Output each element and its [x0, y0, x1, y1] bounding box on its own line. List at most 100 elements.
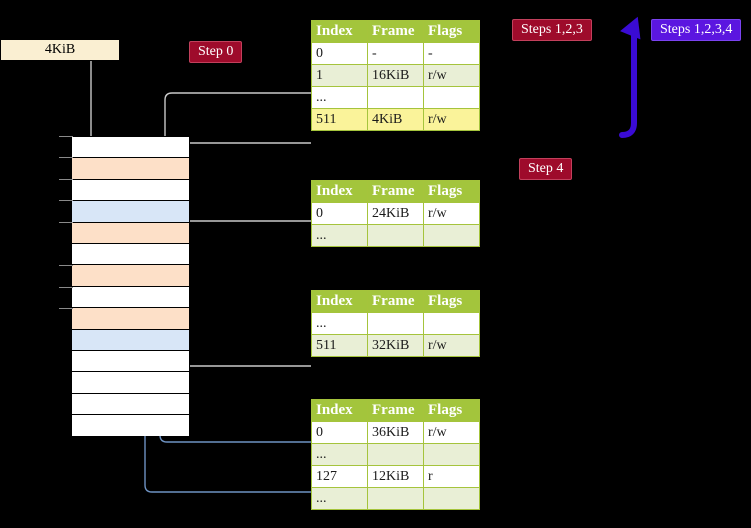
memory-row [72, 308, 189, 330]
table-cell-index: 1 [311, 64, 368, 87]
table-cell-flags: - [423, 42, 480, 65]
memory-tick [59, 179, 73, 180]
memory-row [72, 265, 189, 287]
badge-step-4-label: Step 4 [528, 161, 564, 176]
source-frame-label: 4KiB [44, 42, 76, 57]
table-cell-flags [423, 487, 480, 510]
table-cell-flags: r/w [423, 421, 480, 444]
table-row: 0-- [311, 42, 480, 65]
badge-steps-1234: Steps 1,2,3,4 [651, 19, 742, 42]
wire-table0-row511 [177, 142, 311, 209]
memory-tick [59, 222, 73, 223]
table-cell-flags: r/w [423, 334, 480, 357]
column-header-index: Index [311, 399, 368, 422]
big-loop-arrow [619, 16, 641, 138]
memory-row [72, 158, 189, 180]
memory-tick [59, 265, 73, 266]
table-cell-frame [367, 487, 424, 510]
table-cell-frame: 32KiB [367, 334, 424, 357]
table-cell-index: 511 [311, 334, 368, 357]
badge-step-4: Step 4 [519, 158, 573, 181]
column-header-index: Index [311, 180, 368, 203]
memory-row [72, 350, 189, 373]
column-header-frame: Frame [367, 290, 424, 313]
memory-tick [59, 200, 73, 201]
table-cell-index: 511 [311, 108, 368, 131]
table-cell-frame: 16KiB [367, 64, 424, 87]
table-cell-frame: 4KiB [367, 108, 424, 131]
table-cell-index: ... [311, 312, 368, 335]
memory-row [72, 286, 189, 309]
table-cell-index: ... [311, 443, 368, 466]
table-cell-flags: r/w [423, 64, 480, 87]
memory-row [72, 222, 189, 244]
table-cell-flags: r/w [423, 108, 480, 131]
table-cell-index: ... [311, 86, 368, 109]
table-cell-frame [367, 86, 424, 109]
column-header-flags: Flags [423, 290, 480, 313]
table-cell-flags [423, 312, 480, 335]
memory-row [72, 201, 189, 223]
memory-tick [59, 308, 73, 309]
badge-steps-1234-label: Steps 1,2,3,4 [660, 22, 733, 37]
badge-steps-123: Steps 1,2,3 [512, 19, 592, 42]
badge-step-0-label: Step 0 [198, 44, 234, 59]
wire-table1-row0 [177, 220, 311, 272]
column-header-frame: Frame [367, 20, 424, 43]
table-cell-index: 0 [311, 42, 368, 65]
memory-row [72, 372, 189, 394]
table-cell-frame: 36KiB [367, 421, 424, 444]
memory-row [72, 393, 189, 416]
column-header-index: Index [311, 290, 368, 313]
table-cell-flags [423, 443, 480, 466]
memory-row [72, 415, 189, 437]
column-header-frame: Frame [367, 180, 424, 203]
column-header-flags: Flags [423, 180, 480, 203]
memory-tick [59, 157, 73, 158]
wire-table2-row511 [176, 314, 311, 367]
column-header-flags: Flags [423, 20, 480, 43]
badge-step-0: Step 0 [189, 41, 243, 64]
badge-steps-123-label: Steps 1,2,3 [521, 22, 583, 37]
memory-row [72, 137, 189, 159]
table-cell-frame: - [367, 42, 424, 65]
table-cell-flags: r [423, 465, 480, 488]
table-cell-flags [423, 86, 480, 109]
table-cell-frame: 12KiB [367, 465, 424, 488]
table-cell-frame [367, 443, 424, 466]
table-cell-flags [423, 224, 480, 247]
memory-column [71, 136, 190, 437]
memory-row [72, 243, 189, 266]
table-row: ... [311, 312, 480, 335]
memory-row [72, 179, 189, 202]
table-cell-index: 0 [311, 202, 368, 225]
table-cell-flags: r/w [423, 202, 480, 225]
table-cell-index: 0 [311, 421, 368, 444]
table-row: ... [311, 224, 480, 247]
table-cell-index: 127 [311, 465, 368, 488]
table-cell-frame [367, 312, 424, 335]
source-frame-box: 4KiB [0, 39, 120, 61]
memory-tick [59, 136, 73, 137]
table-cell-frame [367, 224, 424, 247]
table-row: ... [311, 443, 480, 466]
column-header-index: Index [311, 20, 368, 43]
column-header-flags: Flags [423, 399, 480, 422]
table-cell-index: ... [311, 487, 368, 510]
memory-row [72, 329, 189, 351]
table-cell-index: ... [311, 224, 368, 247]
